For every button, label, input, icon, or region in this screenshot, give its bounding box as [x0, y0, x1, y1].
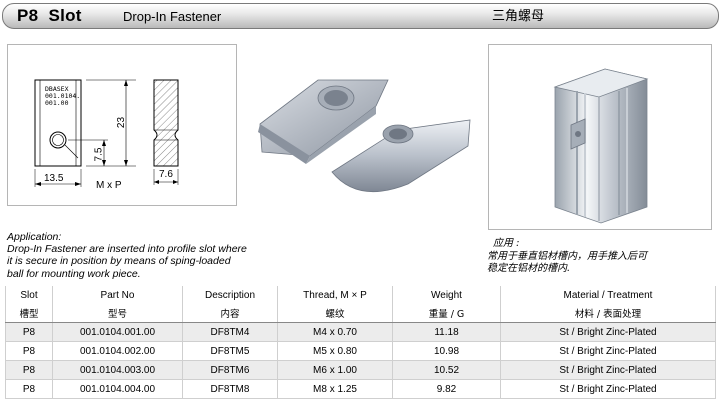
cell-description: DF8TM5 — [182, 341, 278, 361]
technical-drawing-panel: DBASEX 001.0104. 001.00 23 7.5 13.5 M x … — [7, 44, 237, 206]
cell-part-no: 001.0104.002.00 — [52, 341, 183, 361]
cell-weight: 10.98 — [392, 341, 501, 361]
header-cell-cn: 内容 — [182, 304, 278, 323]
table-row: P8 001.0104.002.00 DF8TM5 M5 x 0.80 10.9… — [5, 341, 716, 361]
cell-thread: M8 x 1.25 — [277, 379, 393, 399]
dim-width: 13.5 — [44, 173, 64, 184]
cell-thread: M6 x 1.00 — [277, 360, 393, 380]
application-line-cn: 常用于垂直铝材槽内，用手推入后可 — [487, 250, 647, 262]
technical-drawing — [34, 79, 179, 187]
cell-material: St / Bright Zinc-Plated — [500, 379, 716, 399]
application-title-cn: 应用 : — [493, 238, 520, 249]
cell-thread: M5 x 0.80 — [277, 341, 393, 361]
drawing-label: DBASEX 001.0104. 001.00 — [45, 85, 81, 107]
cell-part-no: 001.0104.004.00 — [52, 379, 183, 399]
header-cell-cn: 材料 / 表面处理 — [500, 304, 716, 323]
cell-weight: 10.52 — [392, 360, 501, 380]
cell-material: St / Bright Zinc-Plated — [500, 341, 716, 361]
product-title: Drop-In Fastener — [123, 9, 222, 24]
header-cell-cn: 型号 — [52, 304, 183, 323]
table-header-row: Slot Part No Description Thread, M × P W… — [5, 286, 716, 304]
application-title: Application: — [7, 231, 62, 243]
product-title-cn: 三角螺母 — [492, 9, 545, 24]
cell-description: DF8TM4 — [182, 322, 278, 342]
cell-description: DF8TM8 — [182, 379, 278, 399]
application-line-cn: 稳定在铝材的槽内. — [487, 263, 571, 274]
header-cell: Material / Treatment — [500, 286, 716, 304]
application-note-cn: 应用 : 常用于垂直铝材槽内，用手推入后可 稳定在铝材的槽内. — [487, 238, 647, 276]
table-header-row-cn: 槽型 型号 内容 螺纹 重量 / G 材料 / 表面处理 — [5, 304, 716, 323]
header-cell: Description — [182, 286, 278, 304]
cell-material: St / Bright Zinc-Plated — [500, 322, 716, 342]
cell-weight: 11.18 — [392, 322, 501, 342]
thread-hole — [49, 131, 67, 149]
dim-height: 23 — [116, 116, 128, 129]
cell-part-no: 001.0104.003.00 — [52, 360, 183, 380]
title-bar: P8 Slot Drop-In Fastener 三角螺母 — [2, 3, 719, 29]
application-note: Application: Drop-In Fastener are insert… — [7, 231, 247, 280]
cell-part-no: 001.0104.001.00 — [52, 322, 183, 342]
header-cell: Slot — [5, 286, 53, 304]
header-cell-cn: 槽型 — [5, 304, 53, 323]
side-view-outline — [153, 79, 179, 167]
table-row: P8 001.0104.003.00 DF8TM6 M6 x 1.00 10.5… — [5, 360, 716, 380]
fastener-render-bottom — [331, 119, 471, 193]
slot-title: P8 Slot — [17, 6, 82, 25]
fastener-render-top — [258, 79, 389, 164]
header-cell: Part No — [52, 286, 183, 304]
profile-render — [553, 68, 649, 224]
cell-slot: P8 — [5, 322, 53, 342]
fastener-3d-renders — [258, 79, 471, 193]
table-row: P8 001.0104.004.00 DF8TM8 M8 x 1.25 9.82… — [5, 379, 716, 399]
header-cell: Thread, M × P — [277, 286, 393, 304]
application-line: Drop-In Fastener are inserted into profi… — [7, 243, 247, 256]
cell-material: St / Bright Zinc-Plated — [500, 360, 716, 380]
cell-thread: M4 x 0.70 — [277, 322, 393, 342]
spec-table: Slot Part No Description Thread, M × P W… — [5, 286, 716, 399]
dim-hole: 7.5 — [93, 147, 105, 162]
header-cell-cn: 重量 / G — [392, 304, 501, 323]
application-line: ball for mounting work piece. — [7, 267, 141, 280]
profile-image-panel — [488, 44, 712, 230]
application-line: it is secure in position by means of spi… — [7, 255, 231, 268]
cell-description: DF8TM6 — [182, 360, 278, 380]
dim-thread: M x P — [96, 180, 122, 191]
front-view-outline — [34, 79, 82, 167]
header-cell-cn: 螺纹 — [277, 304, 393, 323]
cell-slot: P8 — [5, 379, 53, 399]
cell-slot: P8 — [5, 341, 53, 361]
cell-slot: P8 — [5, 360, 53, 380]
dim-side: 7.6 — [159, 169, 173, 180]
header-cell: Weight — [392, 286, 501, 304]
table-row: P8 001.0104.001.00 DF8TM4 M4 x 0.70 11.1… — [5, 322, 716, 342]
cell-weight: 9.82 — [392, 379, 501, 399]
